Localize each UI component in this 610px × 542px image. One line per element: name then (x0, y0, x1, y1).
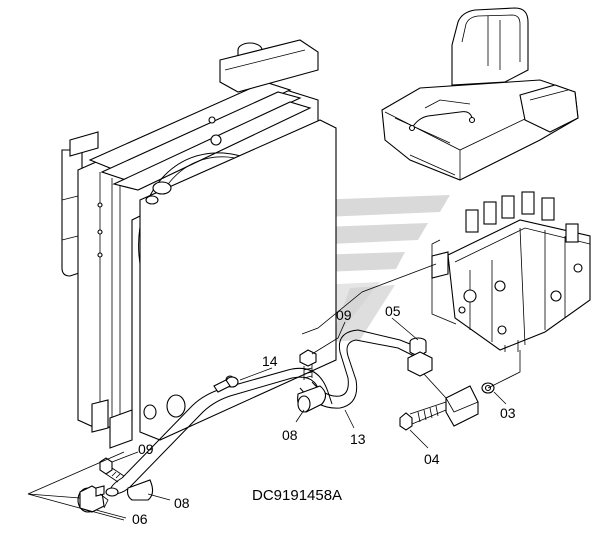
control-valve (431, 191, 591, 352)
return-tube (105, 329, 421, 497)
clamp-08-mid (297, 385, 327, 413)
callout-05: 05 (385, 303, 401, 319)
clamp-08-bottom (126, 479, 154, 501)
plug-05 (407, 337, 433, 377)
callout-14: 14 (262, 353, 278, 369)
radiator-assembly (61, 39, 337, 449)
hose-clamp-06 (77, 485, 109, 513)
callout-06: 06 (132, 511, 148, 527)
callout-04: 04 (424, 451, 440, 467)
callout-09-bottom: 09 (138, 441, 154, 457)
leader-lines (27, 239, 521, 521)
flange-block (445, 382, 495, 427)
cooler-fitting (213, 376, 239, 393)
callout-08-bottom: 08 (174, 495, 190, 511)
excavator-thumbnail (381, 7, 579, 181)
bolt-09-bottom (99, 457, 125, 483)
callout-09-top: 09 (336, 307, 352, 323)
callout-03: 03 (500, 405, 516, 421)
drawing-code: DC9191458A (252, 487, 342, 504)
callout-13: 13 (350, 431, 366, 447)
callout-08-mid: 08 (282, 427, 298, 443)
bolt-04 (399, 401, 447, 431)
